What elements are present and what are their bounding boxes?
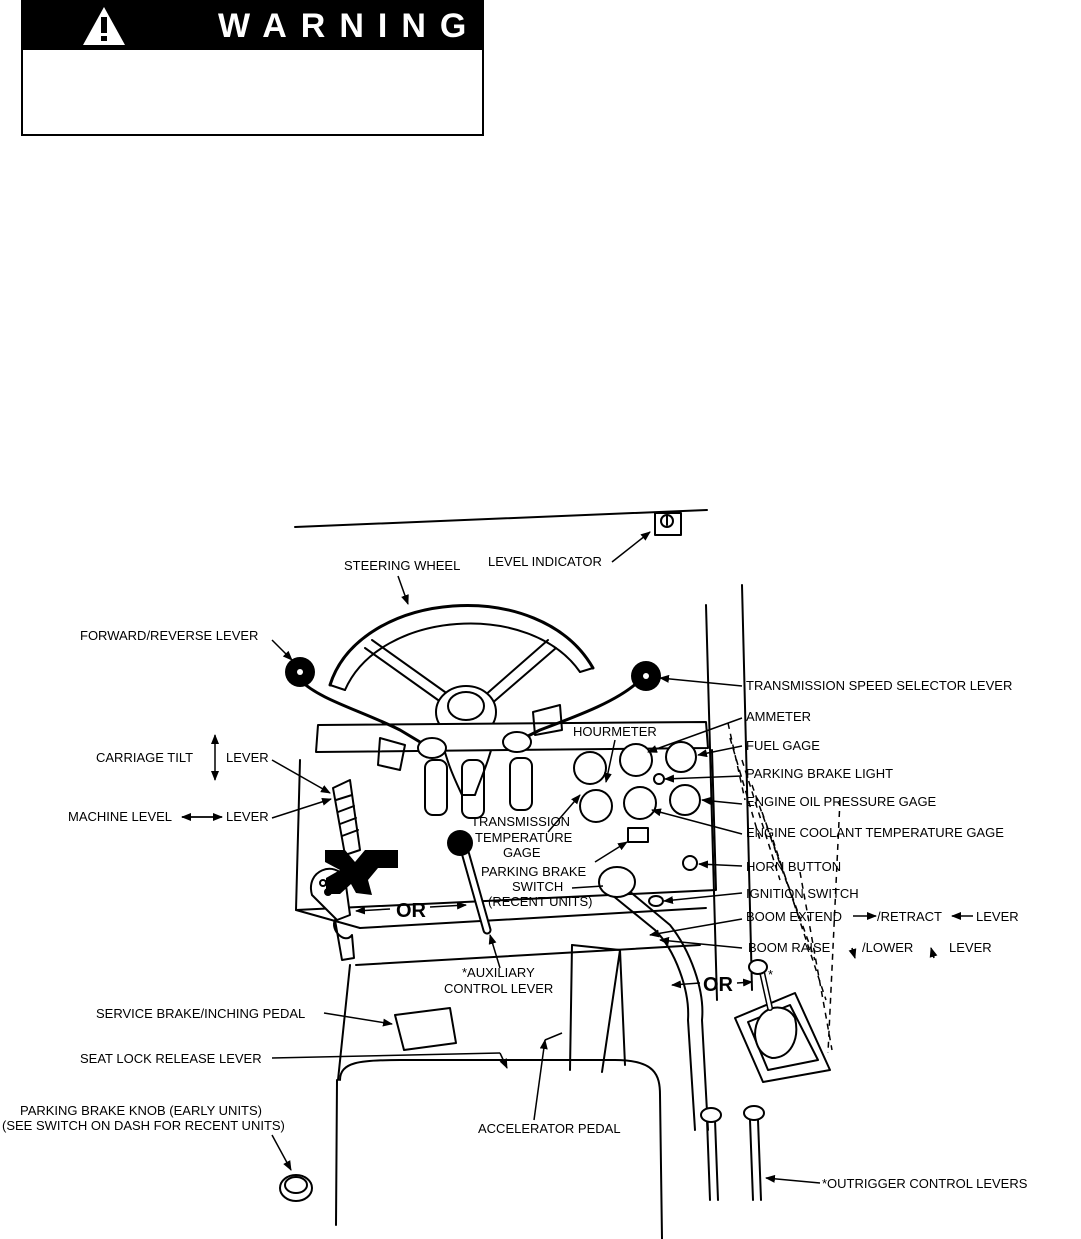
label-or-right: OR: [703, 974, 734, 996]
label-service-brake-inching-pedal: SERVICE BRAKE/INCHING PEDAL: [96, 1006, 305, 1021]
label-parking-brake-switch-3: (RECENT UNITS): [488, 894, 592, 909]
label-outrigger-control-levers: *OUTRIGGER CONTROL LEVERS: [822, 1176, 1028, 1191]
warning-title: WARNING: [218, 7, 481, 45]
label-transmission-temp-2: TEMPERATURE: [475, 830, 573, 845]
label-ammeter: AMMETER: [746, 709, 811, 724]
label-parking-brake-knob-1: PARKING BRAKE KNOB (EARLY UNITS): [20, 1103, 262, 1118]
label-forward-reverse-lever: FORWARD/REVERSE LEVER: [80, 628, 258, 643]
cab-drawing: [279, 509, 831, 1239]
labels: LEVEL INDICATOR STEERING WHEEL FORWARD/R…: [2, 554, 1028, 1191]
warning-box: WARNING: [21, 0, 484, 136]
label-boom-retract: /RETRACT: [877, 909, 942, 924]
label-carriage-tilt-lever: LEVER: [226, 750, 269, 765]
label-engine-coolant-temperature-gage: ENGINE COOLANT TEMPERATURE GAGE: [746, 825, 1004, 840]
label-steering-wheel: STEERING WHEEL: [344, 558, 460, 573]
label-horn-button: HORN BUTTON: [746, 859, 841, 874]
label-accelerator-pedal: ACCELERATOR PEDAL: [478, 1121, 621, 1136]
label-transmission-speed-selector-lever: TRANSMISSION SPEED SELECTOR LEVER: [746, 678, 1012, 693]
label-parking-brake-switch-2: SWITCH: [512, 879, 563, 894]
label-machine-level-lever: LEVER: [226, 809, 269, 824]
label-boom-lower: /LOWER: [862, 940, 913, 955]
exclamation-triangle-icon: [83, 7, 125, 45]
label-transmission-temp-1: TRANSMISSION: [471, 814, 570, 829]
label-fuel-gage: FUEL GAGE: [746, 738, 820, 753]
leader-lines: [181, 531, 973, 1184]
label-boom-raise: BOOM RAISE: [748, 940, 831, 955]
label-boom-extend: BOOM EXTEND: [746, 909, 842, 924]
filled-parts: [285, 657, 661, 895]
label-level-indicator: LEVEL INDICATOR: [488, 554, 602, 569]
label-ignition-switch: IGNITION SWITCH: [746, 886, 859, 901]
label-or-left: OR: [396, 900, 427, 922]
label-carriage-tilt: CARRIAGE TILT: [96, 750, 193, 765]
label-parking-brake-light: PARKING BRAKE LIGHT: [746, 766, 893, 781]
warning-header: WARNING: [23, 2, 482, 50]
label-hourmeter: HOURMETER: [573, 724, 657, 739]
label-parking-brake-knob-2: (SEE SWITCH ON DASH FOR RECENT UNITS): [2, 1118, 285, 1133]
label-parking-brake-switch-1: PARKING BRAKE: [481, 864, 587, 879]
label-boom-raise-lever: LEVER: [949, 940, 992, 955]
label-joystick-asterisk: *: [768, 967, 773, 982]
label-auxiliary-1: *AUXILIARY: [462, 965, 535, 980]
label-engine-oil-pressure-gage: ENGINE OIL PRESSURE GAGE: [746, 794, 937, 809]
label-transmission-temp-3: GAGE: [503, 845, 541, 860]
label-machine-level: MACHINE LEVEL: [68, 809, 172, 824]
label-boom-extend-lever: LEVER: [976, 909, 1019, 924]
label-seat-lock-release-lever: SEAT LOCK RELEASE LEVER: [80, 1051, 262, 1066]
label-auxiliary-2: CONTROL LEVER: [444, 981, 553, 996]
